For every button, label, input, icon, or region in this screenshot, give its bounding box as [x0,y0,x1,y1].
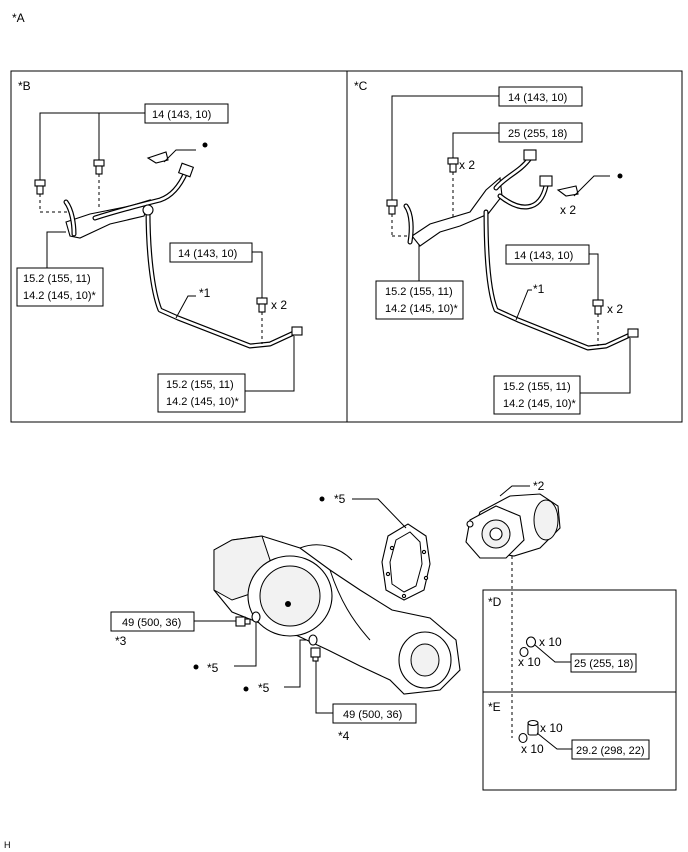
torque-drain: 49 (500, 36) [122,617,181,629]
dot-marker-icon [243,686,249,692]
torque-box-D [570,653,637,673]
label-part-2: *2 [533,479,545,493]
panel-B-frame [10,70,348,423]
leader-B-top-1 [39,112,145,180]
multiplier-C-x2-mid: x 2 [607,302,623,316]
label-part-4: *4 [338,729,350,743]
bolt-icon [34,179,46,195]
multiplier-C-x2-clip: x 2 [560,203,576,217]
washer-icon [519,646,529,658]
torque-C-top: 14 (143, 10) [508,92,567,104]
torque-C-left-2: 14.2 (145, 10)* [385,303,458,315]
torque-box-E [571,739,650,760]
drain-plug-icon [235,616,251,627]
panel-C-drawing: 14 (143, 10) 25 (255, 18) x 2 x 2 [375,86,639,415]
torque-B-bottom-2: 14.2 (145, 10)* [166,396,239,408]
label-C: *C [354,79,368,93]
torque-D: 25 (255, 18) [574,658,633,670]
torque-C-left-1: 15.2 (155, 11) [385,286,453,298]
gasket-drawing [381,523,431,601]
multiplier-E-x10-nut: x 10 [540,721,563,735]
dot-marker-icon [193,664,199,670]
torque-B-mid: 14 (143, 10) [178,248,237,260]
clip-C [556,185,579,197]
multiplier-D-x10-washer: x 10 [518,655,541,669]
clip-B [146,151,169,164]
washer-icon [518,732,528,744]
label-part-3: *3 [115,634,127,648]
bolt-icon [592,299,604,315]
label-part-5-drain: *5 [207,661,219,675]
washer-icon [308,634,318,646]
multiplier-B-x2: x 2 [271,298,287,312]
label-D: *D [488,595,502,609]
label-part-5-gasket: *5 [334,492,346,506]
torque-B-left-2: 14.2 (145, 10)* [23,290,96,302]
washer-icon [251,611,261,623]
bolt-icon [93,159,105,175]
nut-icon [527,719,539,736]
filler-plug-icon [310,647,321,662]
dot-marker-icon [617,173,623,179]
torque-B-left-1: 15.2 (155, 11) [23,273,91,285]
label-E: *E [488,700,501,714]
nut-icon [525,636,537,648]
torque-C-bottom-1: 15.2 (155, 11) [503,381,571,393]
panel-DE-frame [482,589,677,791]
torque-filler: 49 (500, 36) [343,709,402,721]
differential-carrier-drawing [465,493,561,559]
multiplier-C-x2-top: x 2 [459,158,475,172]
torque-C-bottom-2: 14.2 (145, 10)* [503,398,576,410]
torque-B-bottom-1: 15.2 (155, 11) [166,379,234,391]
torque-box-B-left [16,267,104,307]
bolt-icon [256,297,268,313]
torque-C-second: 25 (255, 18) [508,128,567,140]
bolt-icon [447,157,459,173]
dot-marker-icon [202,142,208,148]
torque-B-top: 14 (143, 10) [152,109,211,121]
torque-box-B-bottom [157,373,246,413]
torque-E: 29.2 (298, 22) [576,745,645,757]
torque-C-mid: 14 (143, 10) [514,250,573,262]
label-part-5-filler: *5 [258,681,270,695]
label-A: *A [12,11,25,25]
label-B: *B [18,79,31,93]
axle-housing-drawing [213,535,461,695]
label-part-1-C: *1 [533,282,545,296]
torque-box-C-bottom [493,375,581,415]
bolt-icon [386,199,398,215]
multiplier-D-x10-nut: x 10 [539,635,562,649]
label-H: H [4,840,11,850]
panel-C-frame [346,70,683,423]
dot-marker-icon [319,496,325,502]
label-part-1-B: *1 [199,286,211,300]
panel-B-drawing: 14 (143, 10) *1 14 [16,103,303,413]
multiplier-E-x10-washer: x 10 [521,742,544,756]
torque-box-filler [332,703,417,724]
